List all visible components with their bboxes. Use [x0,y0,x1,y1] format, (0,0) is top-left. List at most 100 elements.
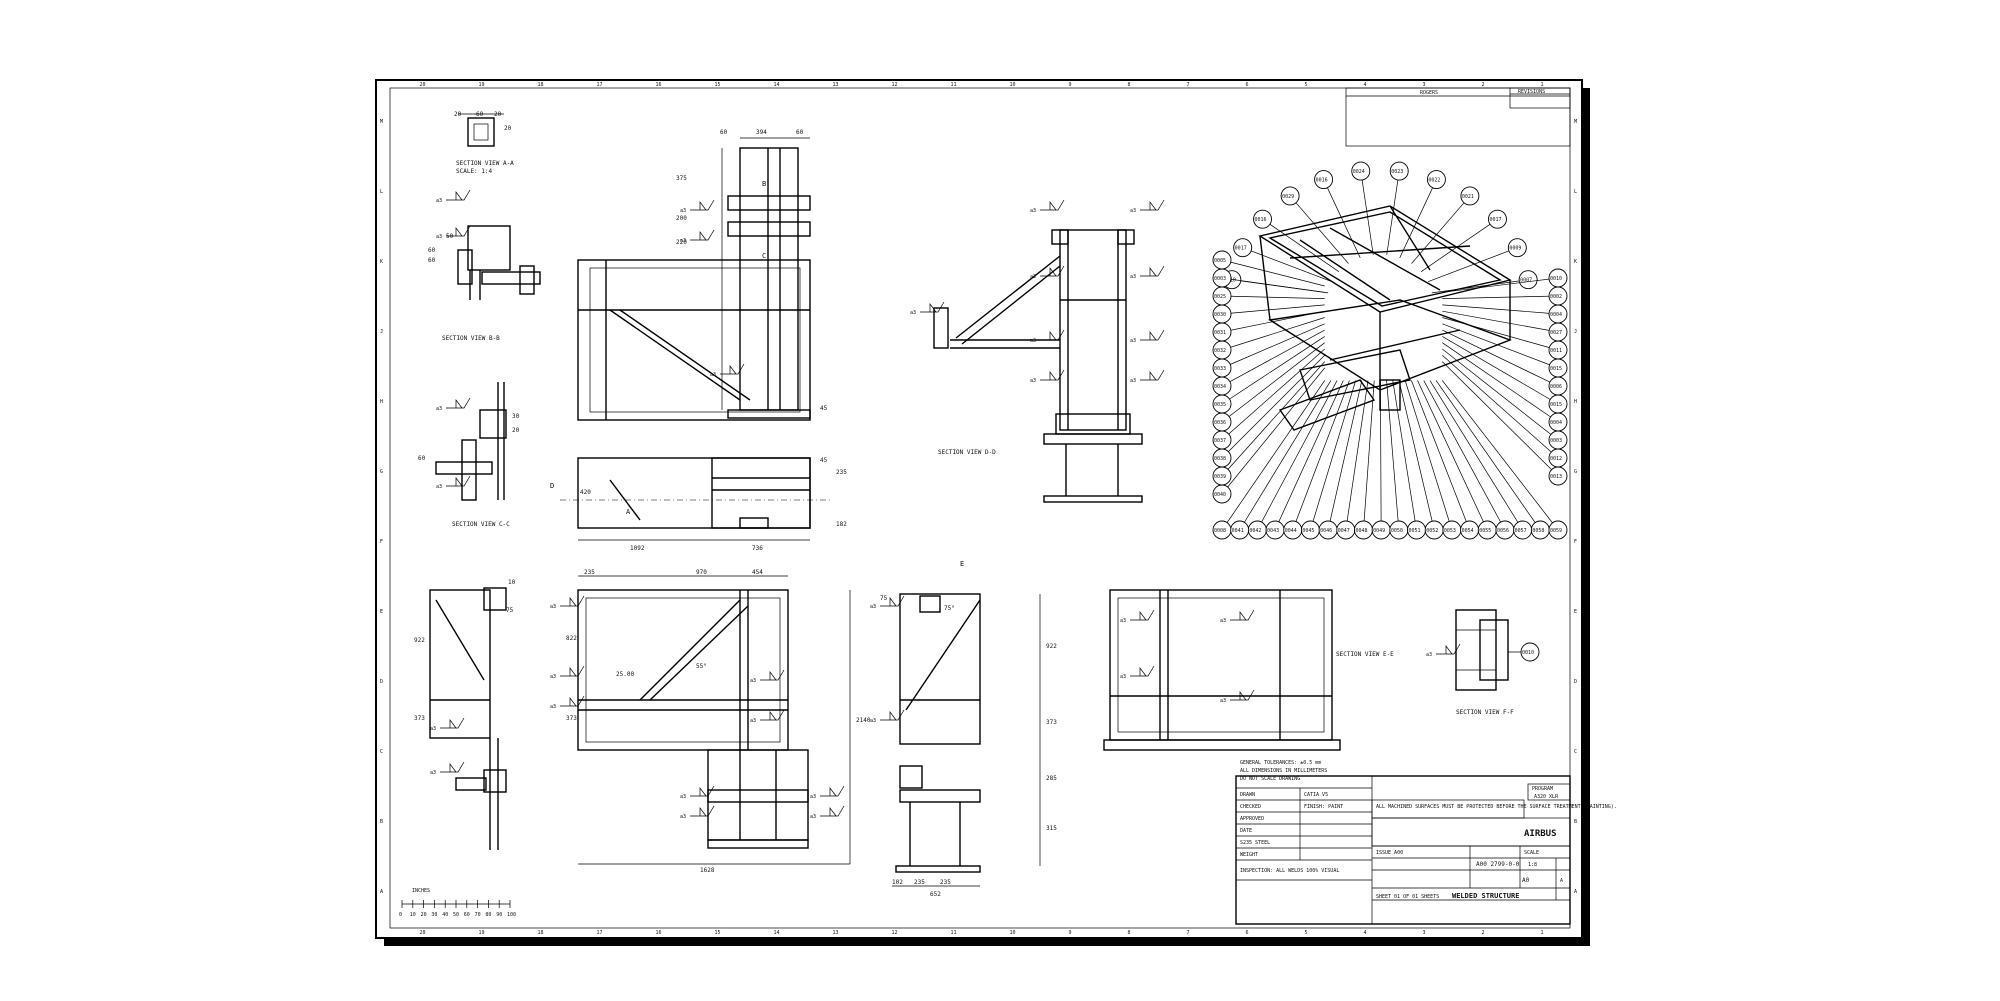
zone-letter-right: F [1574,539,1577,545]
svg-text:A: A [1560,878,1563,884]
zone-letter-left: E [380,609,383,615]
title-block: DRAWN CHECKED APPROVED DATE S235 STEEL W… [1235,775,1617,925]
weld-callout: a3 [1426,652,1432,658]
zone-number-bottom: 6 [1246,930,1249,936]
revision-header: REVISIONS [1518,89,1545,95]
right-view: 75 75° 922 373 285 315 102 235 235 652 E [880,560,1057,898]
balloon-label: 0006 [1550,384,1562,390]
balloon-label: 0025 [1214,294,1226,300]
svg-text:373: 373 [1046,719,1057,726]
balloon [1351,161,1371,181]
weld-callout: a3 [680,238,686,244]
svg-text:60: 60 [418,455,426,462]
balloon-label: 0047 [1338,528,1350,534]
svg-text:75°: 75° [944,605,955,612]
svg-text:420: 420 [580,489,591,496]
zone-letter-right: C [1574,749,1577,755]
balloon-label: 0059 [1550,528,1562,534]
svg-text:75: 75 [506,607,514,614]
zone-number-top: 17 [597,82,603,88]
zone-number-bottom: 17 [597,930,603,936]
zone-number-top: 14 [774,82,780,88]
zone-number-bottom: 19 [479,930,485,936]
weld-callout: a3 [1130,274,1136,280]
weld-callout: a3 [750,678,756,684]
zone-number-top: 1 [1541,82,1544,88]
weld-callout: a3 [810,794,816,800]
zone-number-top: 10 [1010,82,1016,88]
balloon-label: 0023 [1391,169,1403,175]
balloon [1518,270,1538,290]
svg-text:60: 60 [428,247,436,254]
zone-letter-left: L [380,189,383,195]
weld-callout: a3 [436,198,442,204]
svg-text:315: 315 [1046,825,1057,832]
svg-text:A0: A0 [1522,877,1530,884]
section-cc-title: SECTION VIEW C-C [452,521,510,528]
balloon [1314,170,1334,189]
section-view-cc: 30 20 60 SECTION VIEW C-C [418,382,520,528]
balloon-label: 0022 [1428,178,1440,184]
section-dd-title: SECTION VIEW D-D [938,449,996,456]
balloon-label: 0027 [1550,330,1562,336]
balloon [1212,484,1232,504]
svg-text:20: 20 [454,111,462,118]
balloon-label: 0051 [1409,528,1421,534]
zone-letter-left: B [380,819,383,825]
balloon-label: 0054 [1462,528,1474,534]
side-view: 1092 736 420 45 235 182 D A [550,457,847,552]
zone-number-top: 11 [951,82,957,88]
corner-box [1345,87,1571,147]
balloon-label: 0037 [1214,438,1226,444]
top-view: 60 394 60 375 200 220 B C 45 [577,129,828,421]
svg-text:235: 235 [914,879,925,886]
balloon-label: 0045 [1302,528,1314,534]
weld-callout: a3 [550,674,556,680]
zone-number-top: 8 [1128,82,1131,88]
scale-tick-label: 40 [442,912,448,918]
balloon-label: 0013 [1550,474,1562,480]
svg-text:ALL DIMENSIONS IN MILLIMETERS: ALL DIMENSIONS IN MILLIMETERS [1240,768,1327,774]
weld-callout: a3 [1030,208,1036,214]
svg-text:1092: 1092 [630,545,645,552]
zone-number-bottom: 15 [715,930,721,936]
zone-number-bottom: 18 [538,930,544,936]
zone-number-top: 15 [715,82,721,88]
scale-tick-label: 50 [453,912,459,918]
weld-callout: a3 [680,814,686,820]
scale-tick-label: 30 [431,912,437,918]
balloon-label: 0046 [1320,528,1332,534]
section-aa-title: SECTION VIEW A-A [456,160,514,167]
balloon-label: 0017 [1489,217,1501,223]
weld-callout: a3 [680,208,686,214]
weld-callout: a3 [910,310,916,316]
balloon-label: 0033 [1214,366,1226,372]
weld-callout: a3 [550,704,556,710]
scale-tick-label: 90 [496,912,502,918]
scale-tick-label: 20 [421,912,427,918]
balloon-label: 0002 [1550,294,1562,300]
svg-text:S235 STEEL: S235 STEEL [1240,840,1270,846]
zone-letter-right: J [1574,329,1577,335]
zone-number-bottom: 7 [1187,930,1190,936]
inner-frame [389,87,1571,929]
svg-text:D: D [550,482,554,490]
svg-text:60: 60 [720,129,728,136]
scale-tick-label: 70 [475,912,481,918]
svg-text:235: 235 [940,879,951,886]
drawing-title: WELDED STRUCTURE [1452,892,1519,900]
svg-text:1:8: 1:8 [1528,862,1537,868]
weld-callout: a3 [680,794,686,800]
weld-symbols: a3a3a3a3a3a3a3a3a3a3a3a3a3a3a3a3a3a3a3a3… [430,189,1461,820]
zone-number-bottom: 5 [1305,930,1308,936]
weld-callout: a3 [1120,618,1126,624]
balloon-callouts: 0010001700160029001600240023002200210017… [1212,161,1568,540]
zone-letter-right: H [1574,399,1577,405]
svg-text:922: 922 [1046,643,1057,650]
balloon [1280,186,1300,206]
balloon-label: 0039 [1214,474,1226,480]
svg-text:220: 220 [676,239,687,246]
